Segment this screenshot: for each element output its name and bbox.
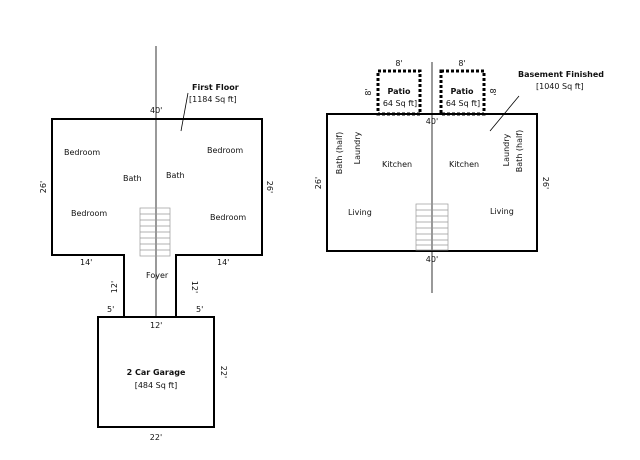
garage-width: 22' xyxy=(150,433,162,442)
first-floor-wing-left: 14' xyxy=(80,258,92,267)
link-right-dimension: 5' xyxy=(196,305,203,314)
room-bath-half-left: Bath (half) xyxy=(335,132,344,174)
basement-width-bottom: 40' xyxy=(426,255,438,264)
room-bedroom-bottom-right: Bedroom xyxy=(210,213,246,222)
first-floor-title: First Floor xyxy=(192,83,239,92)
link-width-dimension: 12' xyxy=(150,321,162,330)
patio-left-depth: 8' xyxy=(364,88,373,95)
room-living-right: Living xyxy=(490,207,514,216)
garage-area: [484 Sq ft] xyxy=(135,381,178,390)
room-bath-right: Bath xyxy=(166,171,185,180)
foyer-depth-right: 12' xyxy=(190,281,199,293)
garage-title: 2 Car Garage xyxy=(127,368,186,377)
basement-area: [1040 Sq ft] xyxy=(536,82,584,91)
patio-left-title: Patio xyxy=(387,87,411,96)
patio-right-width: 8' xyxy=(458,59,465,68)
first-floor-area: [1184 Sq ft] xyxy=(189,95,237,104)
room-laundry-left: Laundry xyxy=(353,131,362,164)
patio-left-width: 8' xyxy=(395,59,402,68)
first-floor-wing-right: 14' xyxy=(217,258,229,267)
room-kitchen-left: Kitchen xyxy=(382,160,412,169)
patio-left-area: 64 Sq ft] xyxy=(383,99,417,108)
garage-plan: 2 Car Garage [484 Sq ft] 22' 22' xyxy=(97,316,228,442)
room-foyer: Foyer xyxy=(146,271,169,280)
basement-plan: 8' 8' 8' 8' Patio 64 Sq ft] Patio 64 Sq … xyxy=(314,59,604,293)
first-floor-title-leader xyxy=(180,92,189,132)
room-bath-half-right: Bath (half) xyxy=(515,130,524,172)
room-laundry-right: Laundry xyxy=(502,133,511,166)
room-bedroom-bottom-left: Bedroom xyxy=(71,209,107,218)
garage-depth: 22' xyxy=(219,366,228,378)
patio-right-depth: 8' xyxy=(488,88,497,95)
room-living-left: Living xyxy=(348,208,372,217)
first-floor-stairs xyxy=(139,207,171,257)
basement-outline xyxy=(326,113,538,252)
basement-depth-right: 26' xyxy=(541,177,550,189)
basement-stairs xyxy=(415,203,449,251)
room-bedroom-top-left: Bedroom xyxy=(64,148,100,157)
patio-right-area: 64 Sq ft] xyxy=(446,99,480,108)
foyer-depth-left: 12' xyxy=(110,281,119,293)
basement-depth-left: 26' xyxy=(314,177,323,189)
first-floor-depth-left: 26' xyxy=(39,181,48,193)
room-kitchen-right: Kitchen xyxy=(449,160,479,169)
basement-title: Basement Finished xyxy=(518,70,604,79)
first-floor-plan: First Floor [1184 Sq ft] 40' 26' 26' Bed… xyxy=(39,46,274,330)
basement-width-top: 40' xyxy=(426,117,438,126)
garage-outline xyxy=(97,316,215,428)
first-floor-depth-right: 26' xyxy=(265,181,274,193)
first-floor-width-top: 40' xyxy=(150,106,162,115)
link-left-dimension: 5' xyxy=(107,305,114,314)
patio-right-title: Patio xyxy=(450,87,474,96)
room-bath-left: Bath xyxy=(123,174,142,183)
room-bedroom-top-right: Bedroom xyxy=(207,146,243,155)
